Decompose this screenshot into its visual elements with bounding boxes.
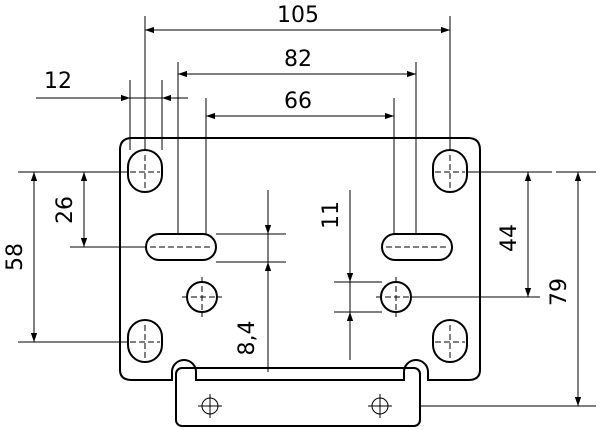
extension-lines-left: [18, 171, 146, 343]
dimension-79: 79: [547, 172, 582, 406]
dimension-44: 44: [497, 172, 532, 297]
dimension-26-label: 26: [53, 196, 78, 224]
mounting-plate-outline: [119, 137, 481, 381]
dimension-26: 26: [53, 172, 88, 247]
dimension-12-label: 12: [44, 69, 72, 94]
slot-bottom-left: [127, 319, 163, 363]
dimension-82: 82: [178, 47, 416, 78]
bracket-hole-left: [198, 394, 222, 418]
slot-top-right: [432, 149, 468, 193]
extension-lines-top: [129, 16, 451, 234]
hole-right: [376, 277, 416, 317]
dimension-58: 58: [3, 172, 38, 342]
dimension-105-label: 105: [277, 3, 319, 28]
slot-middle-right: [381, 233, 453, 261]
slot-bottom-right: [432, 319, 468, 363]
dimension-11-label: 11: [319, 201, 344, 229]
bottom-bracket: [175, 367, 421, 427]
dimension-58-label: 58: [3, 243, 28, 271]
dimension-79-label: 79: [547, 278, 572, 306]
dimension-8-4-label: 8,4: [235, 321, 260, 356]
dimension-66: 66: [206, 89, 394, 120]
dimension-12: 12: [36, 69, 188, 102]
dimension-66-label: 66: [284, 89, 312, 114]
hole-left: [182, 277, 222, 317]
dimension-44-label: 44: [497, 224, 522, 252]
dimension-105: 105: [145, 3, 450, 34]
dimension-8-4: 8,4: [235, 196, 272, 356]
bracket-hole-right: [368, 394, 392, 418]
dimension-82-label: 82: [284, 47, 312, 72]
dimension-11: 11: [319, 201, 354, 350]
slot-top-left: [127, 149, 163, 193]
slot-middle-left: [145, 233, 217, 261]
